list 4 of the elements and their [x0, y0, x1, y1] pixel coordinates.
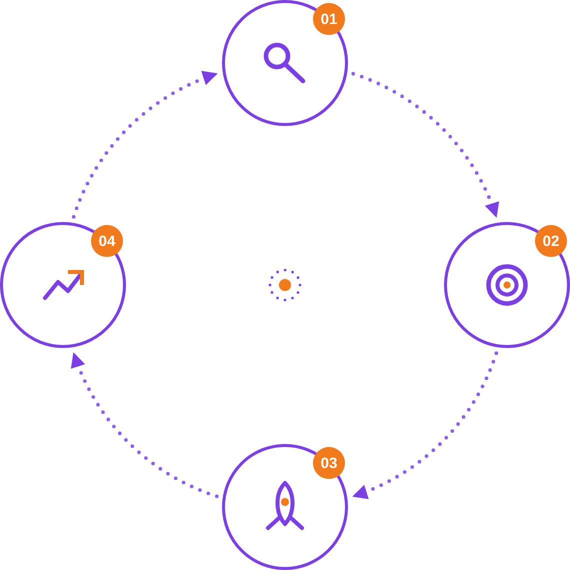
dotted-arrow	[72, 351, 219, 498]
dotted-arrow	[351, 72, 498, 219]
dotted-arrow	[351, 351, 498, 498]
dotted-arrow	[72, 72, 219, 219]
